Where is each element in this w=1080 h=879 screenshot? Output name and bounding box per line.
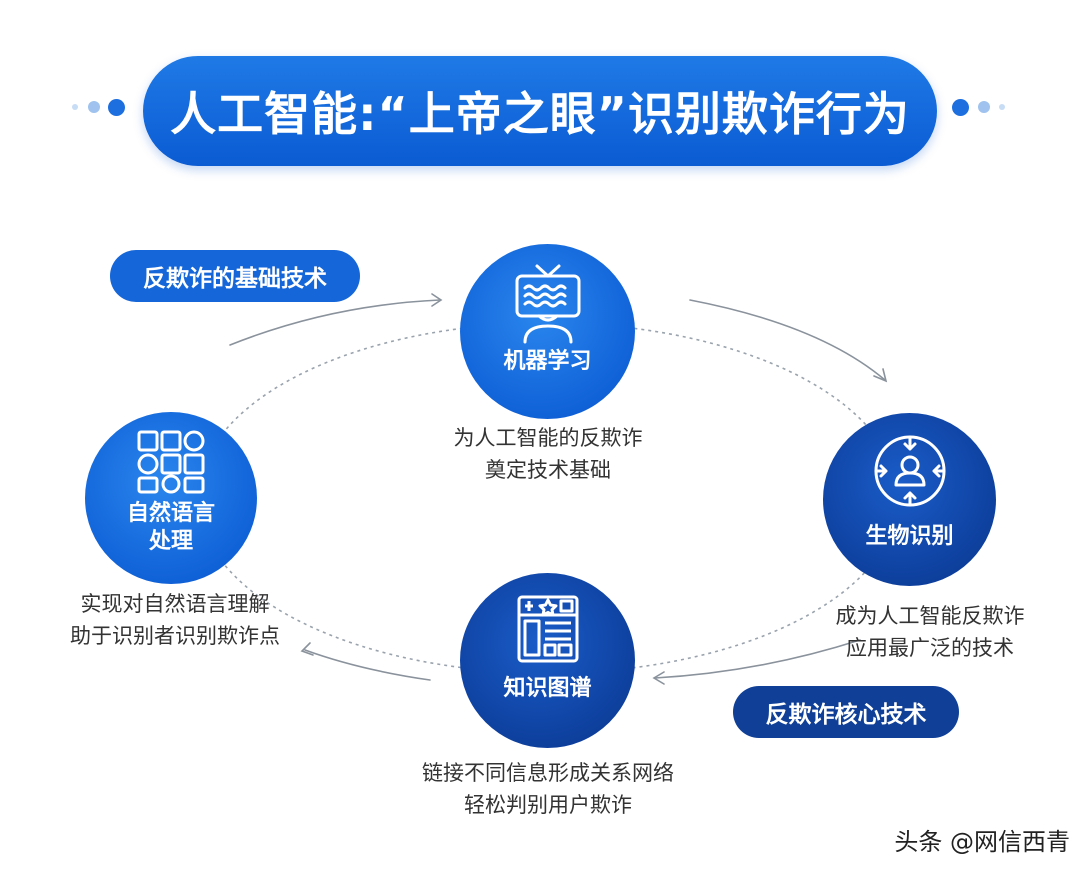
node-knowledge-graph: 知识图谱: [460, 573, 635, 748]
node-label: 机器学习: [503, 349, 592, 374]
grid-shapes-icon: [137, 430, 205, 494]
caption-machine-learning: 为人工智能的反欺诈 奠定技术基础: [400, 422, 696, 486]
node-label-line-1: 自然语言: [126, 501, 215, 526]
caption-line: 助于识别者识别欺诈点: [70, 624, 280, 648]
title-banner: 人工智能:“上帝之眼”识别欺诈行为: [143, 56, 937, 166]
deco-dot: [952, 99, 969, 116]
face-target-icon: [874, 435, 945, 507]
tv-person-icon: [515, 264, 580, 344]
node-natural-language-processing: 自然语言 处理: [85, 412, 257, 584]
caption-knowledge-graph: 链接不同信息形成关系网络 轻松判别用户欺诈: [370, 757, 726, 821]
caption-biometric-recognition: 成为人工智能反欺诈 应用最广泛的技术: [775, 600, 1080, 664]
caption-natural-language-processing: 实现对自然语言理解 助于识别者识别欺诈点: [30, 588, 320, 652]
deco-dot: [108, 99, 125, 116]
node-label: 生物识别: [865, 524, 954, 549]
caption-line: 为人工智能的反欺诈: [453, 426, 643, 450]
node-biometric-recognition: 生物识别: [823, 413, 996, 586]
deco-dot: [999, 104, 1005, 110]
caption-line: 成为人工智能反欺诈: [835, 604, 1025, 628]
caption-line: 应用最广泛的技术: [846, 636, 1014, 660]
page-title: 人工智能:“上帝之眼”识别欺诈行为: [170, 87, 910, 141]
deco-dot: [88, 101, 100, 113]
arrow-to-kg: [654, 639, 861, 679]
caption-line: 链接不同信息形成关系网络: [422, 761, 674, 785]
tag-core-technology: 反欺诈核心技术: [733, 686, 959, 738]
node-machine-learning: 机器学习: [460, 244, 635, 419]
deco-dot: [72, 104, 78, 110]
arrow-to-nlp: [304, 649, 431, 681]
caption-line: 实现对自然语言理解: [80, 592, 270, 616]
source-watermark: 头条 @网信西青: [894, 828, 1070, 856]
arrow-to-ml: [229, 299, 441, 346]
deco-dot: [978, 101, 990, 113]
node-label-line-2: 处理: [148, 529, 193, 554]
document-star-icon: [517, 595, 578, 663]
node-label: 知识图谱: [503, 676, 592, 701]
arrow-to-bio: [689, 299, 886, 381]
caption-line: 轻松判别用户欺诈: [464, 793, 632, 817]
tag-basic-technology: 反欺诈的基础技术: [110, 250, 360, 302]
caption-line: 奠定技术基础: [485, 458, 611, 482]
